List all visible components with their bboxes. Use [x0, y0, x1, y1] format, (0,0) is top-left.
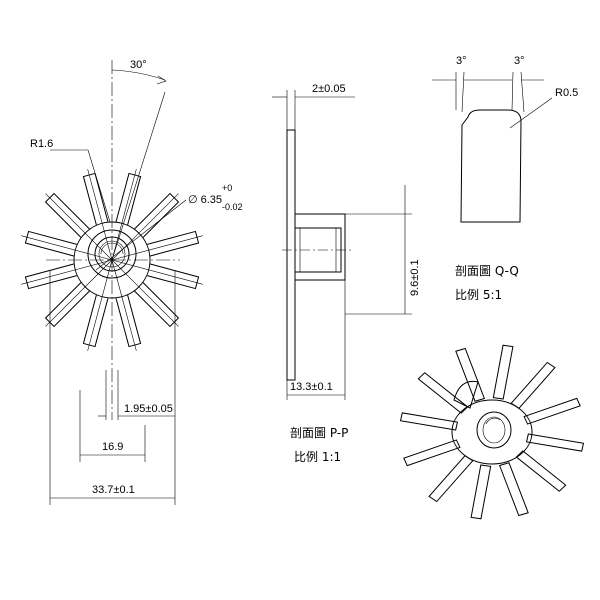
- outer-diameter-label: 33.7±0.1: [92, 484, 135, 496]
- radius-label: R1.6: [30, 138, 53, 150]
- qq-right-angle-label: 3°: [514, 55, 525, 67]
- iso-blade: [523, 397, 581, 425]
- iso-blade: [428, 454, 474, 503]
- blade-centerline: [111, 259, 179, 327]
- blade-centerline: [111, 259, 203, 285]
- bore-tolerance-lower: -0.02: [222, 202, 243, 212]
- qq-left-angle-label: 3°: [456, 55, 467, 67]
- blade-centerline: [45, 259, 113, 327]
- blade-centerline: [111, 169, 137, 261]
- iso-blade: [399, 412, 459, 431]
- section-pp-caption-title: 剖面圖 P-P: [290, 426, 348, 440]
- bore-tolerance-upper: +0: [222, 183, 232, 193]
- blade-centerline: [87, 169, 113, 261]
- iso-blade: [515, 450, 567, 492]
- hub-height-label: 9.6±0.1: [409, 259, 421, 296]
- section-qq-view: 3° 3° R0.5 剖面圖 Q-Q 比例 5:1: [432, 55, 578, 302]
- section-pp-plate: [286, 129, 296, 381]
- iso-blade: [510, 361, 556, 410]
- blade-centerline: [111, 259, 137, 351]
- isometric-view: [399, 344, 585, 520]
- blade-centerline: [21, 235, 113, 261]
- iso-blade: [498, 462, 529, 517]
- blade-centerline: [21, 259, 113, 285]
- bore-diameter-label: ∅ 6.35: [188, 194, 222, 206]
- iso-blade: [455, 347, 486, 402]
- section-qq-caption-scale: 比例 5:1: [455, 288, 502, 302]
- iso-blade: [470, 464, 492, 520]
- front-view: 30° R1.6 ∅ 6.35 +0 -0.02 1.95±0.05 16.9 …: [21, 59, 243, 505]
- iso-hub: [451, 399, 533, 465]
- angle-label: 30°: [130, 59, 147, 71]
- section-qq-caption-title: 剖面圖 Q-Q: [455, 264, 519, 278]
- iso-blade: [492, 344, 514, 400]
- rib-width-label: 1.95±0.05: [124, 403, 173, 415]
- iso-blade: [417, 372, 469, 414]
- hub-inner-circle: [87, 229, 137, 279]
- blade-centerline: [87, 259, 113, 351]
- inner-diameter-label: 16.9: [102, 441, 123, 453]
- section-pp-view: 2±0.05 9.6±0.1 13.3±0.1 剖面圖 P-P 比例 1:1: [272, 83, 421, 464]
- plate-thickness-label: 2±0.05: [312, 83, 346, 95]
- blade-centerline: [45, 193, 113, 261]
- section-pp-hub: [294, 213, 346, 281]
- hub-width-label: 13.3±0.1: [290, 381, 333, 393]
- qq-radius-label: R0.5: [555, 87, 578, 99]
- isometric-blades: [399, 344, 585, 520]
- iso-blade: [403, 439, 461, 467]
- impeller-blades: [21, 169, 203, 351]
- iso-bore: [476, 411, 512, 449]
- blade-centerline: [111, 235, 203, 261]
- section-pp-caption-scale: 比例 1:1: [294, 450, 341, 464]
- iso-blade: [525, 433, 585, 452]
